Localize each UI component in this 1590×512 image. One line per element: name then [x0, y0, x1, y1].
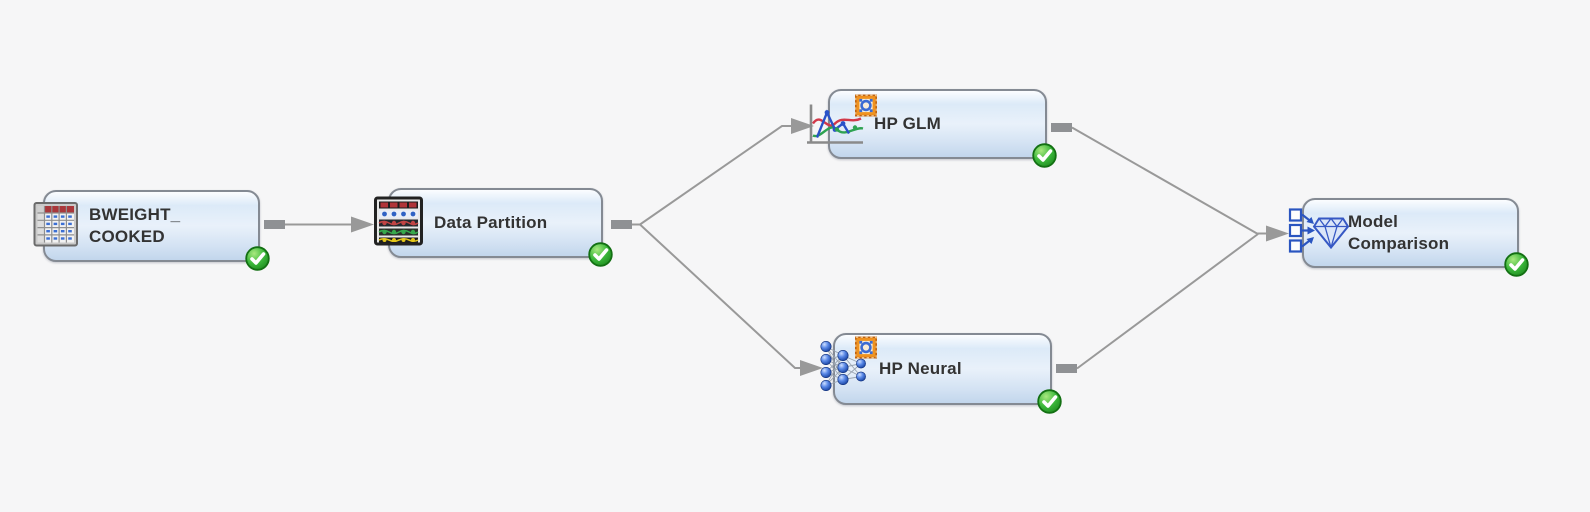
- connector-data-partition-to-hp-neural[interactable]: [632, 223, 823, 377]
- status-success-icon: [587, 241, 614, 268]
- node-model-comparison[interactable]: Model Comparison: [1288, 198, 1529, 277]
- node-label: HP GLM: [874, 114, 942, 133]
- node-bweight-cooked[interactable]: BWEIGHT_ COOKED: [33, 190, 270, 271]
- arrowhead-icon: [351, 216, 374, 233]
- status-success-icon: [1031, 142, 1058, 169]
- node-label: BWEIGHT_: [89, 205, 181, 224]
- node-data-partition[interactable]: Data Partition: [374, 188, 613, 267]
- arrowhead-icon: [800, 360, 823, 376]
- connector-data-partition-to-hp-glm[interactable]: [632, 118, 814, 226]
- hp-glm-chart-icon: [805, 93, 879, 156]
- connector-bweight-to-data-partition[interactable]: [285, 216, 374, 233]
- node-label: HP Neural: [879, 359, 962, 378]
- output-port-data-partition[interactable]: [611, 220, 632, 229]
- hp-badge-icon: [855, 94, 877, 117]
- status-success-icon: [1036, 388, 1063, 415]
- status-success-icon: [1503, 251, 1530, 278]
- node-label: Model: [1348, 212, 1399, 231]
- hp-badge-icon: [855, 336, 877, 359]
- status-success-icon: [244, 245, 271, 272]
- data-partition-icon: [373, 194, 425, 253]
- model-comparison-gem-icon: [1288, 203, 1354, 264]
- connector-hp-neural-to-model-comparison[interactable]: [1076, 233, 1259, 370]
- arrowhead-icon: [791, 118, 814, 134]
- output-port-hp-neural[interactable]: [1056, 364, 1077, 373]
- arrowhead-icon: [1266, 225, 1289, 242]
- connector-hp-glm-to-model-comparison[interactable]: [1071, 126, 1289, 242]
- node-hp-neural[interactable]: HP Neural: [820, 333, 1062, 414]
- hp-neural-network-icon: [818, 336, 878, 402]
- output-port-bweight[interactable]: [264, 220, 285, 229]
- node-hp-glm[interactable]: HP GLM: [807, 89, 1057, 168]
- node-label-line2: Comparison: [1348, 234, 1450, 253]
- data-source-table-icon: [33, 200, 79, 253]
- output-port-hp-glm[interactable]: [1051, 123, 1072, 132]
- node-label-line2: COOKED: [89, 227, 165, 246]
- node-label: Data Partition: [434, 213, 548, 232]
